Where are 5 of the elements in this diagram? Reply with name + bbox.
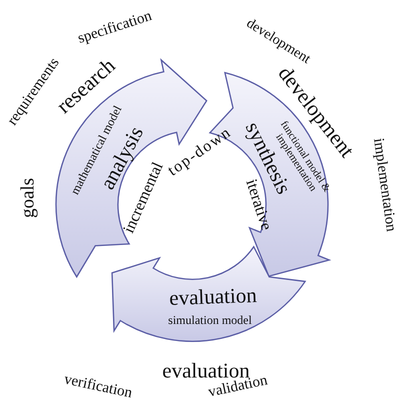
model-label: simulation model <box>168 314 252 326</box>
annotation-word: implementation <box>370 137 398 233</box>
annotation-word: verification <box>62 372 134 402</box>
stage-name: evaluation <box>168 284 258 309</box>
annotation-word: goals <box>18 178 38 218</box>
